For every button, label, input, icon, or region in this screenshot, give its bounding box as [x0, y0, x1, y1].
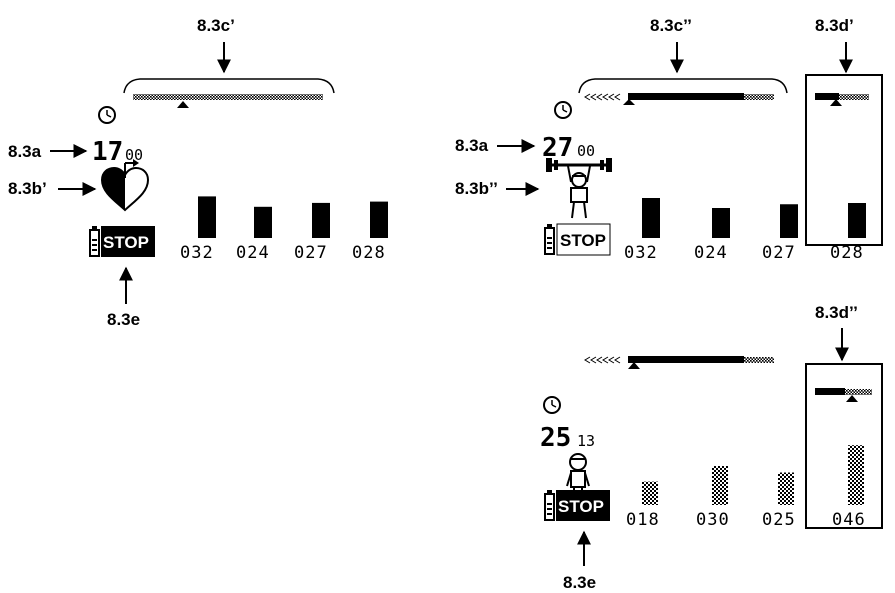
highlight-box-top	[805, 74, 883, 246]
bar-label: 032	[180, 243, 214, 263]
bar	[848, 203, 866, 238]
slider-zoom-top	[815, 93, 869, 106]
slider-pointer-left	[177, 101, 189, 108]
stop-button-right-bottom[interactable]: STOP	[556, 490, 610, 521]
time-hours-right-bottom: 25	[540, 423, 571, 453]
bar	[198, 196, 216, 238]
clock-icon	[98, 106, 116, 124]
slider-right-bottom	[584, 356, 774, 369]
stop-label-right-bottom: STOP	[558, 497, 604, 516]
clock-icon	[554, 101, 572, 119]
bar-label: 024	[236, 243, 270, 263]
bar-label: 025	[762, 510, 796, 530]
bar-label: 018	[626, 510, 660, 530]
label-8-3a-left: 8.3a	[8, 142, 42, 161]
time-hours-left: 17	[92, 137, 123, 167]
bar	[780, 204, 798, 238]
label-8-3d-double-prime: 8.3d’’	[815, 303, 858, 322]
bar-label: 028	[352, 243, 386, 263]
bar	[642, 198, 660, 238]
bar-group-left: 032 024 027 028	[180, 196, 388, 263]
time-minutes-right-bottom: 13	[577, 432, 595, 450]
panel-right-bottom: 8.3d’’ 25 13	[540, 303, 883, 592]
highlight-box-bottom	[805, 363, 883, 529]
bar-label: 028	[830, 243, 864, 263]
stop-button-left[interactable]: STOP	[101, 226, 155, 257]
bar-group-right-bottom: 018 030 025 046	[626, 445, 866, 530]
slider-zoom-bottom	[815, 388, 872, 402]
time-minutes-right-top: 00	[577, 142, 595, 160]
bar-label: 024	[694, 243, 728, 263]
label-8-3d-prime: 8.3d’	[815, 16, 854, 35]
bar	[312, 202, 330, 238]
bar	[254, 206, 272, 238]
bar-label: 027	[294, 243, 328, 263]
bar-label: 030	[696, 510, 730, 530]
bar-label: 032	[624, 243, 658, 263]
label-8-3b-prime: 8.3b’	[8, 179, 47, 198]
bracket-c-left	[123, 78, 335, 94]
label-8-3b-double-prime: 8.3b’’	[455, 179, 498, 198]
bar	[778, 472, 794, 505]
panel-right-top: 8.3c’’ 8.3d’ 8.3a 27 00 8.3b’’	[455, 16, 883, 263]
label-8-3e-bottom: 8.3e	[563, 573, 596, 592]
time-minutes-left: 00	[125, 146, 143, 164]
bar	[642, 481, 658, 505]
clock-icon	[543, 396, 561, 414]
bar	[712, 208, 730, 238]
bar	[370, 201, 388, 238]
bar-group-right-top: 032 024 027 028	[624, 198, 866, 263]
label-8-3a-right: 8.3a	[455, 136, 489, 155]
battery-icon	[544, 490, 555, 521]
battery-icon	[544, 224, 555, 255]
bar	[848, 445, 864, 505]
stop-button-right-top[interactable]: STOP	[556, 223, 611, 256]
bar-label: 027	[762, 243, 796, 263]
slider-right-top	[584, 93, 774, 105]
bar	[712, 466, 728, 505]
label-8-3e-left: 8.3e	[107, 310, 140, 329]
label-8-3c-double-prime: 8.3c’’	[650, 16, 692, 35]
stop-label-left: STOP	[103, 233, 149, 252]
weightlifter-icon	[546, 158, 612, 219]
heart-icon	[100, 159, 150, 212]
label-8-3c-prime: 8.3c’	[197, 16, 235, 35]
slider-track-left	[133, 94, 323, 100]
panel-left: 8.3c’ 8.3a 17 00 8.3b’	[8, 16, 388, 329]
bracket-c-right	[578, 78, 788, 94]
battery-icon	[89, 226, 100, 257]
bar-label: 046	[832, 510, 866, 530]
stop-label-right-top: STOP	[560, 231, 606, 250]
